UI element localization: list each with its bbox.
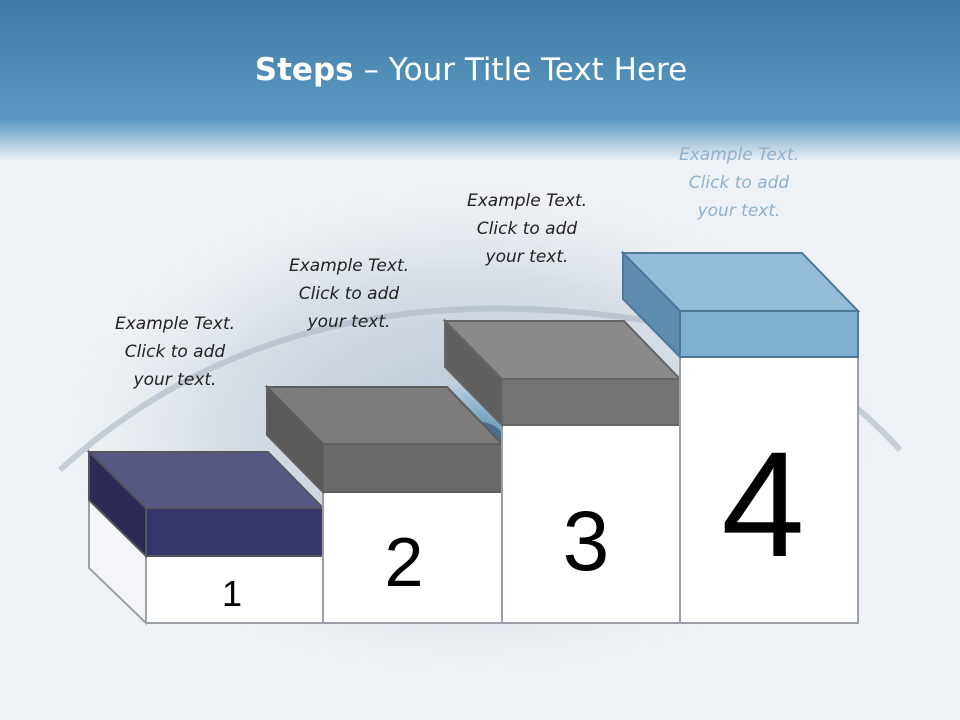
step-4-caption-line: your text.	[697, 201, 781, 221]
step-4[interactable]: 4	[620, 250, 861, 624]
step-1-number: 1	[222, 573, 242, 614]
step-4-caption-line: Example Text.	[678, 145, 800, 165]
step-2-block-front	[322, 443, 503, 493]
step-1[interactable]: 1	[86, 449, 326, 626]
step-4-caption[interactable]: Example Text. Click to add your text.	[639, 141, 839, 225]
step-1-caption-line: Example Text.	[114, 314, 236, 334]
step-1-caption-line: Click to add	[124, 342, 226, 362]
step-2-caption[interactable]: Example Text. Click to add your text.	[249, 252, 449, 336]
step-3-caption-line: Example Text.	[466, 191, 588, 211]
step-2[interactable]: 2	[264, 384, 505, 624]
step-3-column	[501, 424, 681, 624]
step-3-caption-line: your text.	[485, 247, 569, 267]
step-3-number: 3	[563, 494, 610, 588]
title-bold: Steps	[254, 52, 354, 88]
step-1-column	[145, 554, 324, 624]
step-2-caption-line: Click to add	[298, 284, 400, 304]
step-1-caption-line: your text.	[133, 370, 217, 390]
step-1-block-front	[145, 507, 324, 557]
step-3[interactable]: 3	[442, 318, 683, 624]
step-4-caption-line: Click to add	[688, 173, 790, 193]
title-rest: – Your Title Text Here	[353, 52, 688, 88]
step-3-caption-line: Click to add	[476, 219, 578, 239]
step-2-number: 2	[385, 523, 424, 601]
slide-title[interactable]: Steps – Your Title Text Here	[0, 52, 942, 88]
step-3-block-front	[501, 378, 681, 426]
step-2-column	[322, 491, 503, 624]
step-3-caption[interactable]: Example Text. Click to add your text.	[427, 187, 627, 271]
step-1-caption[interactable]: Example Text. Click to add your text.	[75, 310, 275, 394]
step-2-caption-line: Example Text.	[288, 256, 410, 276]
step-2-caption-line: your text.	[307, 312, 391, 332]
step-4-block-front	[679, 310, 859, 358]
step-4-column	[679, 356, 859, 624]
step-4-number: 4	[721, 420, 804, 588]
